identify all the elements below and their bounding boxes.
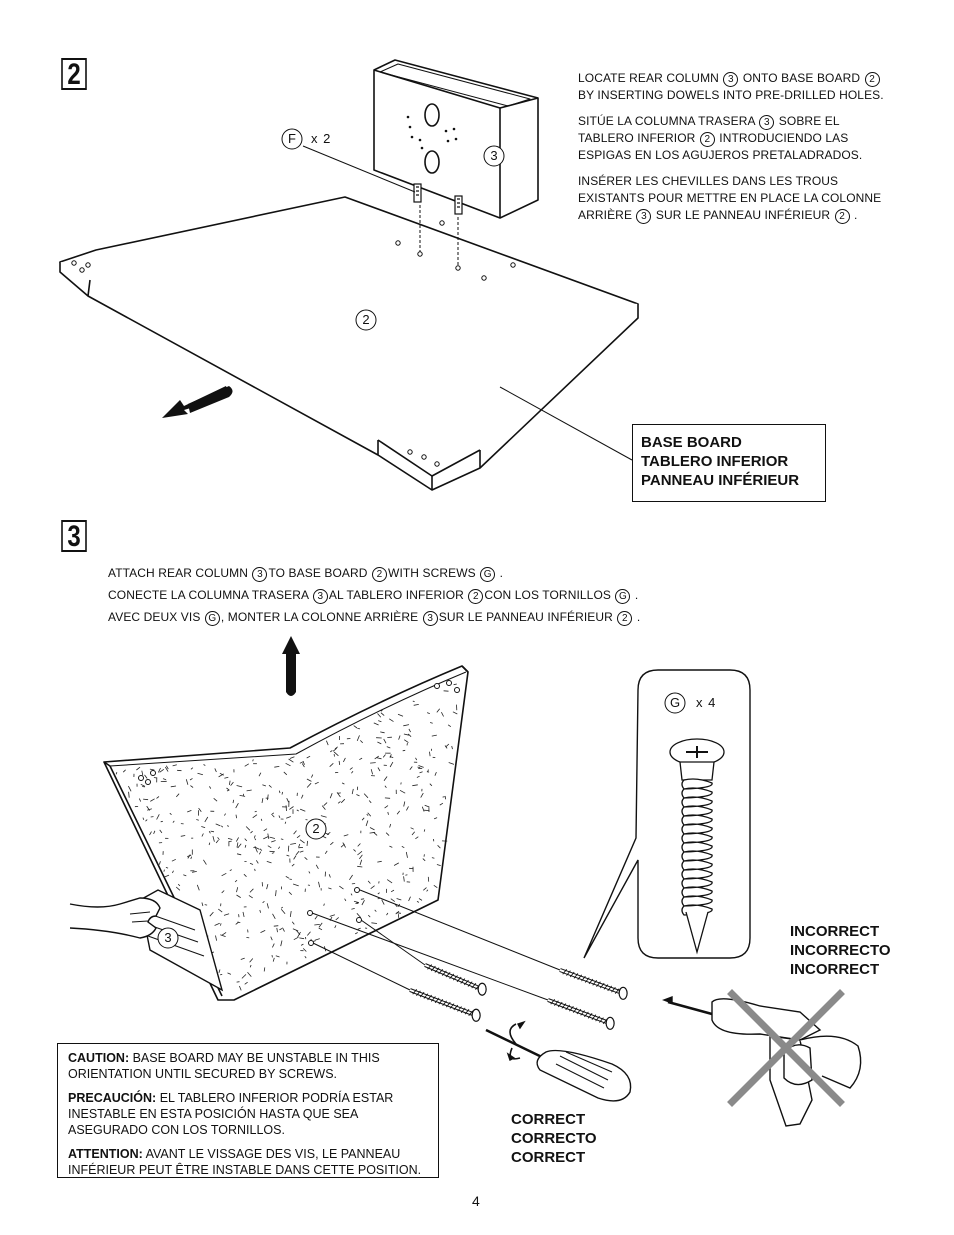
screw-2 [547, 998, 615, 1030]
caution-box: CAUTION: BASE BOARD MAY BE UNSTABLE IN T… [57, 1043, 439, 1178]
step-3-illustration [69, 636, 862, 1127]
pre-drilled-holes [71, 220, 516, 467]
big-screw-icon [669, 738, 725, 955]
screw-quantity: x 4 [696, 695, 717, 710]
caution-spanish: PRECAUCIÓN: EL TABLERO INFERIOR PODRÍA E… [68, 1091, 394, 1137]
step-2-french: INSÉRER LES CHEVILLES DANS LES TROUS EXI… [578, 174, 882, 224]
column-callout-circle [483, 145, 505, 167]
dowel-quantity: x 2 [311, 131, 332, 146]
power-drill-icon [662, 995, 862, 1127]
step-2-number-text: 2 [67, 58, 81, 91]
dowel-letter: F [288, 131, 296, 146]
board-callout-circle [355, 309, 377, 331]
column-part-number: 3 [490, 148, 498, 163]
screw-callout [583, 669, 751, 959]
board-part-number: 2 [362, 312, 370, 327]
board-part-number-3: 2 [312, 821, 320, 836]
base-board-label: BASE BOARD TABLERO INFERIOR PANNEAU INFÉ… [632, 424, 826, 502]
step-3-number-text: 3 [67, 520, 81, 553]
step-2-english: LOCATE REAR COLUMN 3 ONTO BASE BOARD 2 B… [578, 71, 884, 102]
step-2-number: 2 [61, 58, 87, 90]
step-2-illustration [59, 59, 639, 491]
step-3-french: AVEC DEUX VIS G, MONTER LA COLONNE ARRIÈ… [108, 610, 641, 626]
screw-3 [424, 963, 487, 996]
screwdriver-icon [485, 1020, 632, 1102]
hand-left [69, 897, 161, 939]
step-2-instructions: LOCATE REAR COLUMN 3 ONTO BASE BOARD 2 B… [578, 70, 908, 233]
screw-letter: G [669, 695, 681, 710]
up-arrow-icon [282, 636, 300, 696]
dowels-f [413, 183, 463, 215]
board-texture [115, 683, 458, 991]
correct-label: CORRECT CORRECTO CORRECT [511, 1111, 597, 1166]
board-callout-circle-3 [305, 818, 327, 840]
caution-english: CAUTION: BASE BOARD MAY BE UNSTABLE IN T… [68, 1051, 380, 1081]
step-3-number: 3 [61, 520, 87, 552]
incorrect-label: INCORRECT INCORRECTO INCORRECT [790, 923, 891, 978]
dowel-callout [281, 128, 303, 150]
front-arrow-icon [162, 386, 233, 418]
column-holes [406, 115, 458, 150]
screw-4 [409, 988, 481, 1022]
step-2-spanish: SITÚE LA COLUMNA TRASERA 3 SOBRE EL TABL… [578, 114, 863, 162]
screw-1 [559, 968, 628, 1000]
column-callout-circle-3 [157, 927, 179, 949]
page-number: 4 [472, 1193, 480, 1209]
screws-g [409, 963, 628, 1030]
incorrect-x-icon [727, 989, 845, 1107]
caution-french: ATTENTION: AVANT LE VISSAGE DES VIS, LE … [68, 1147, 422, 1177]
column-part-number-3: 3 [164, 930, 172, 945]
